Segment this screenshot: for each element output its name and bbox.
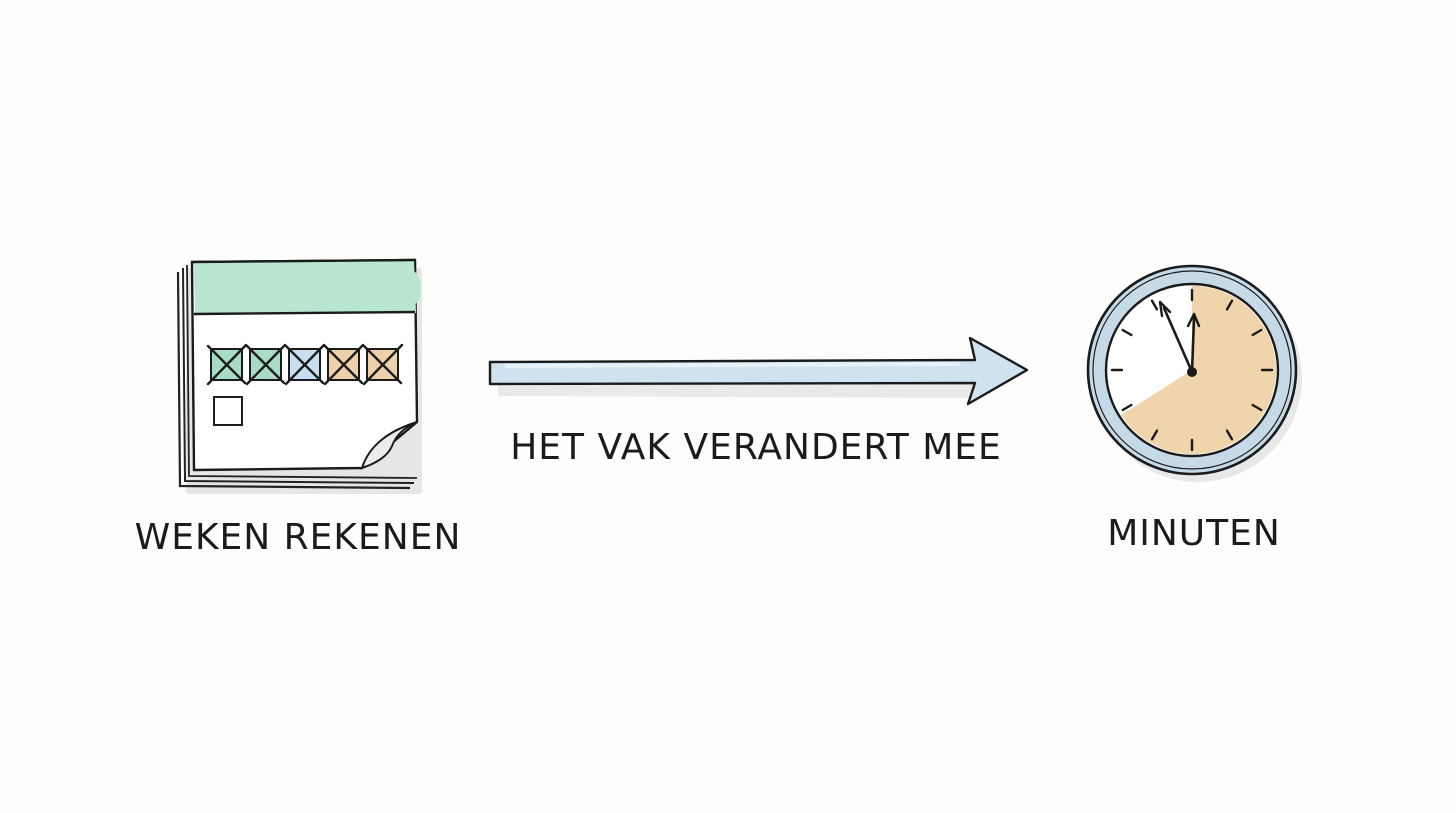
clock-center [1187,367,1197,377]
calendar-check-cross [245,343,287,386]
clock-tick [1225,299,1234,311]
clock-hour-hand-tip [1186,312,1201,328]
calendar-back-page-3 [186,264,418,479]
calendar-icon [176,258,422,494]
arrow-right-icon [488,336,1029,406]
clock-ring-inner-sketch [1092,270,1292,470]
clock-tick [1251,328,1263,337]
label-arrow-caption: HET VAK VERANDERT MEE [510,427,1002,468]
clock-tick [1121,328,1133,337]
clock-minute-hand [1162,306,1194,374]
clock-tick [1225,429,1234,441]
calendar-check-cross [206,343,248,386]
clock-icon [1086,264,1302,482]
clock-elapsed-sector [1121,286,1276,455]
arrow-body [488,336,1029,406]
calendar-back-page-2 [182,267,415,484]
calendar-check-cross [323,343,365,386]
clock-tick [1251,403,1263,412]
clock-tick [1150,429,1159,441]
calendar-empty-box [213,396,243,426]
arrow-highlight [504,362,961,368]
clock-tick [1150,299,1159,311]
calendar-page-curl [360,421,418,470]
label-minuten: MINUTEN [1107,513,1281,554]
calendar-top-edge [191,258,416,264]
calendar-check-cross [362,343,404,386]
clock-ticks [1110,288,1274,452]
clock-minute-hand-tip [1158,300,1172,318]
calendar-checkboxes [206,343,404,386]
calendar-header-smudge [405,268,421,305]
calendar-check-cross [284,343,326,386]
calendar-back-page-1 [176,271,411,490]
calendar-header [194,261,416,315]
clock-hour-hand [1190,316,1196,374]
label-weken-rekenen: WEKEN REKENEN [134,517,462,558]
calendar-header-line [193,310,416,316]
clock-tick [1121,403,1133,412]
